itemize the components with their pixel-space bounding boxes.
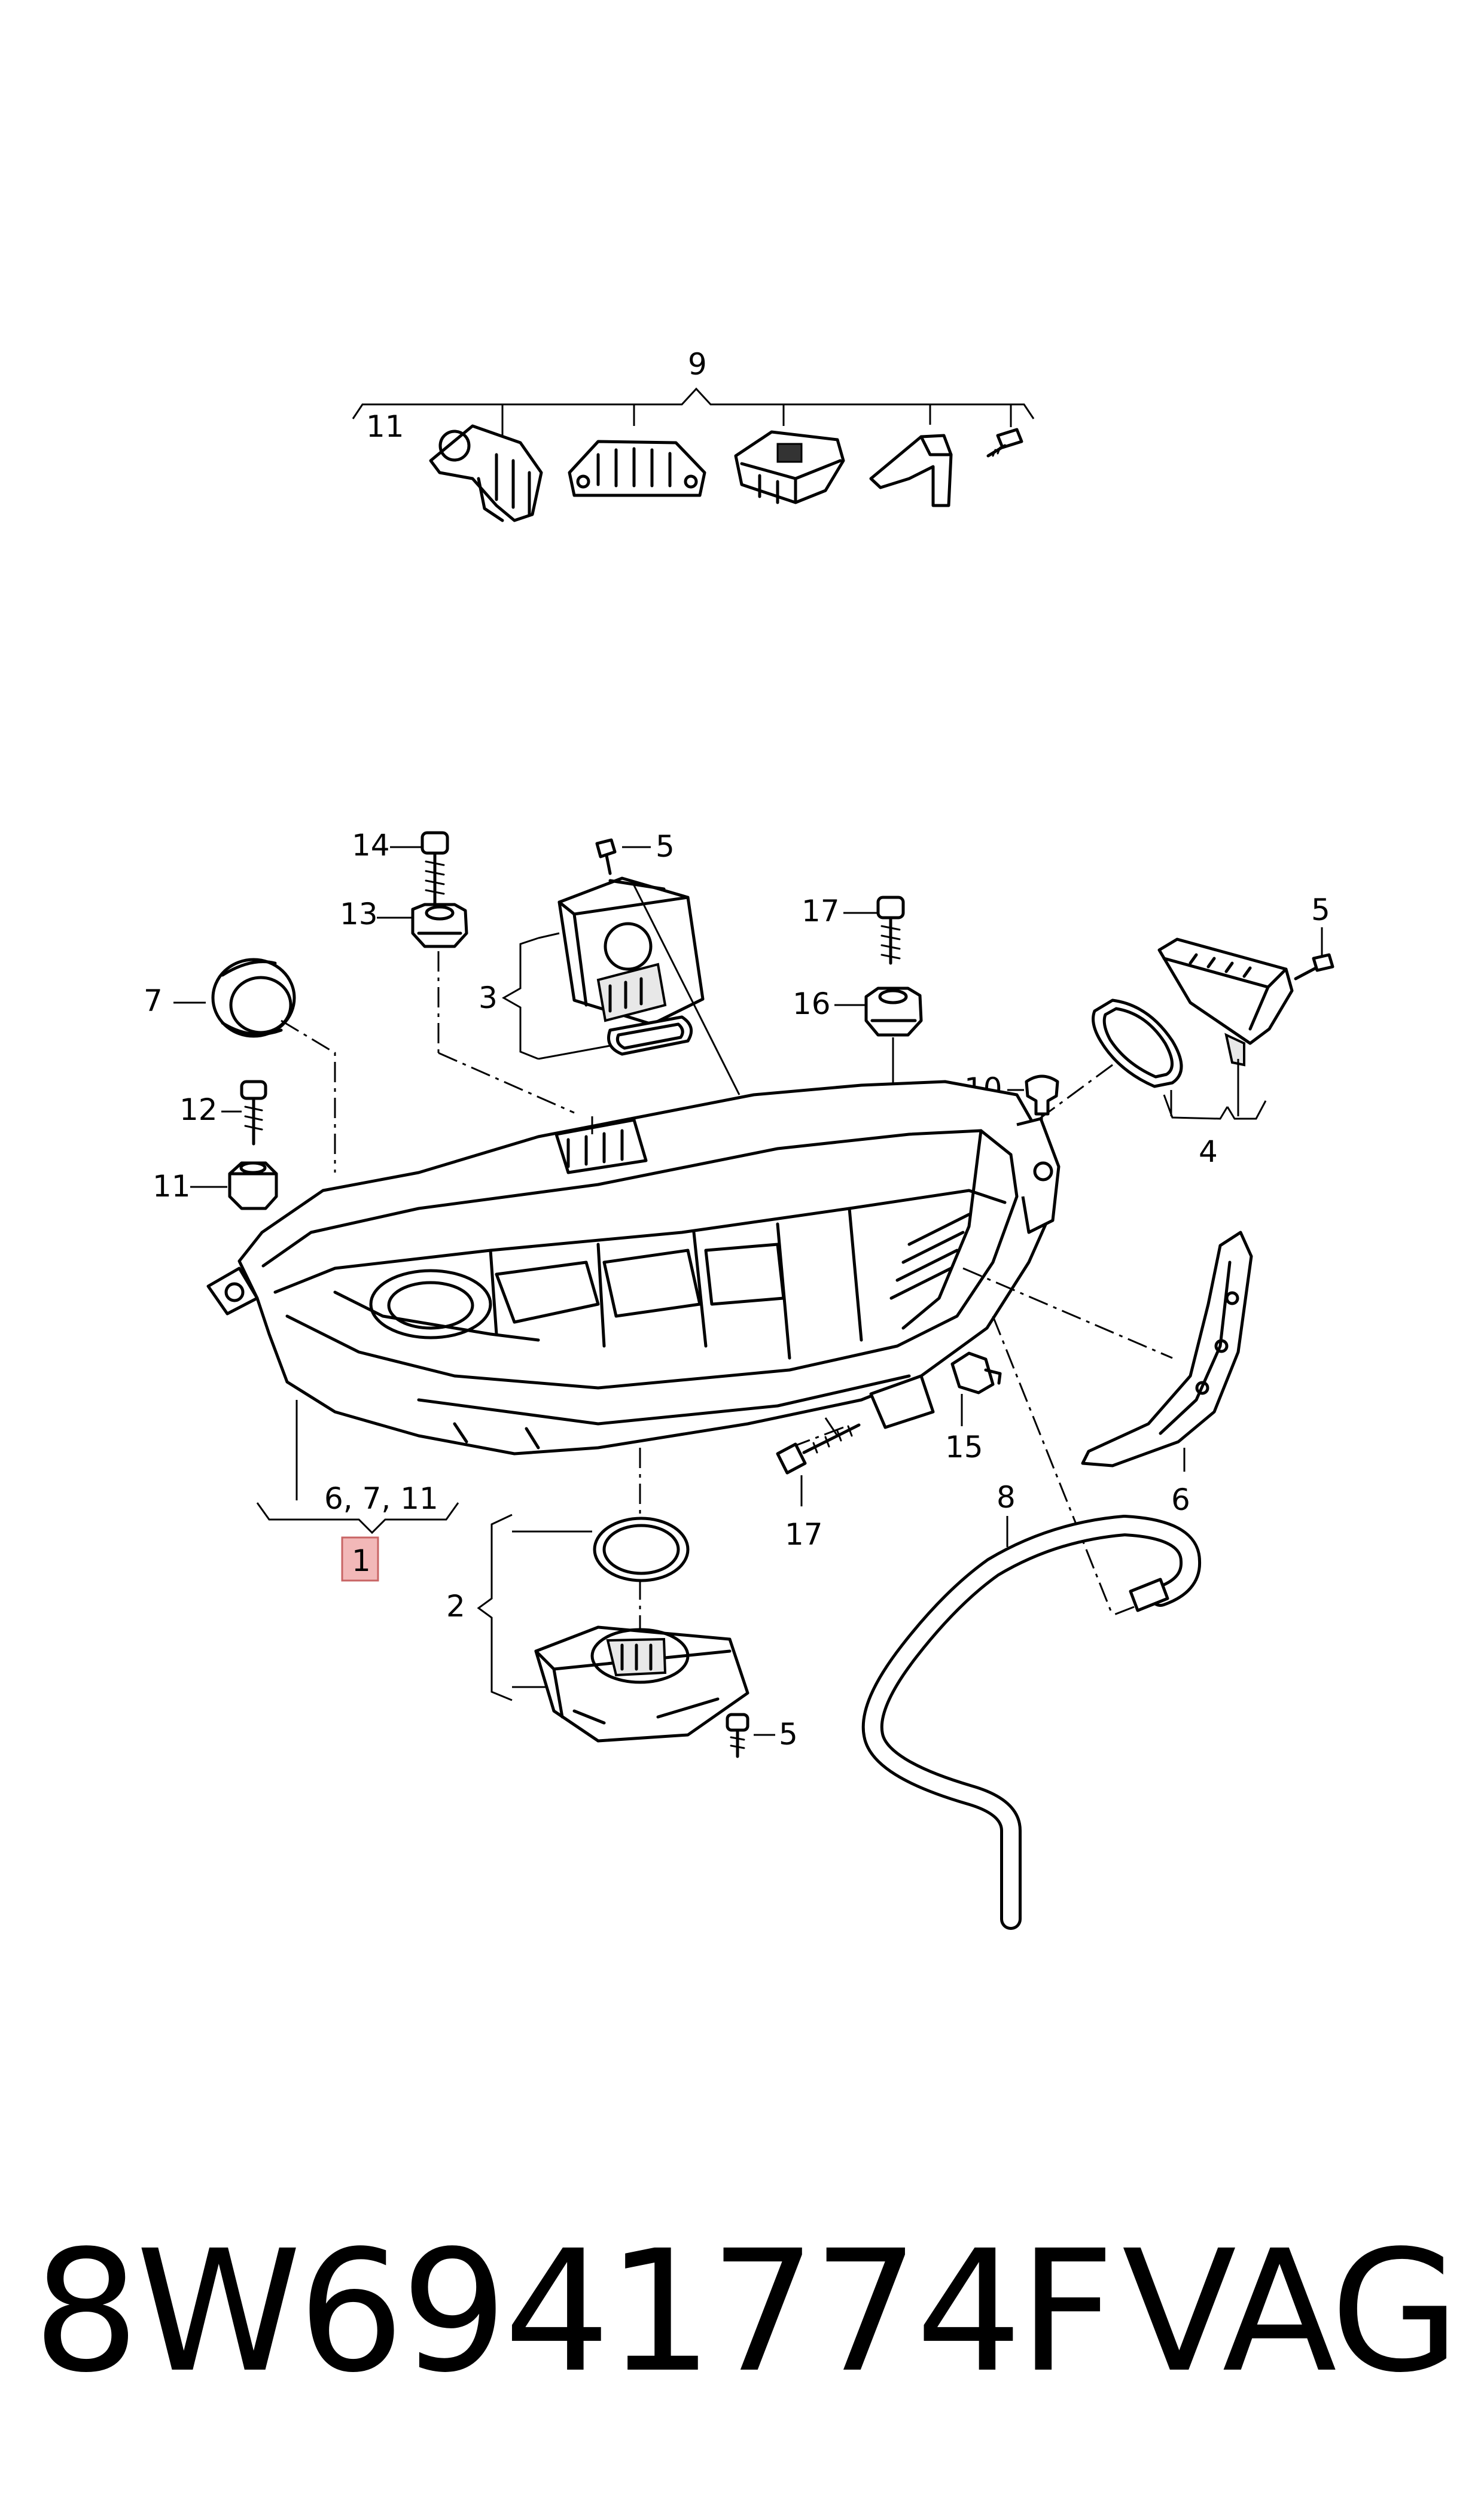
repair-bracket-4-icon [869,434,953,507]
screw-17-lower-icon: 17 [776,1423,861,1552]
callout-13: 13 [340,897,378,931]
callout-7: 7 [144,984,163,1018]
callout-2: 2 [446,1589,465,1624]
clip-15-icon: 15 [945,1351,1002,1464]
repair-bracket-1-icon [429,424,543,522]
bracket-repair-kit-group: 9 11 [352,347,1035,522]
callout-11: 11 [153,1169,191,1204]
callout-1: 1 [352,1543,371,1578]
part-number-text: 8W6941774F [33,2215,1115,2410]
callout-14: 14 [352,828,390,863]
vent-hose-8-icon: 8 [861,1480,1202,1930]
callout-5a: 5 [656,829,675,864]
small-screw-top-icon [986,428,1023,458]
callout-5b: 5 [1311,893,1330,927]
callout-1-group: 6, 7, 11 [324,1481,438,1516]
callout-11-top: 11 [366,409,404,444]
clip-nut-13-icon: 13 [340,897,575,1114]
callout-9: 9 [688,347,707,382]
repair-bracket-3-icon [734,430,845,504]
headlamp-cap-7-icon: 7 [144,958,336,1173]
part-number-footer: 8W6941774F VAG [33,2213,1460,2411]
callout-3: 3 [479,981,498,1015]
main-part-callout-group: 6, 7, 11 1 [256,1481,459,1582]
led-control-unit-3-icon: 3 [479,876,741,1095]
screw-5c-icon: 5 [726,1713,798,1758]
screw-12-icon: 12 [179,1080,267,1146]
clip-nut-16-icon: 16 [793,987,923,1083]
callout-15: 15 [945,1430,983,1464]
ballast-module-2-icon: 2 [446,1514,749,1743]
repair-bracket-2-icon [568,440,706,497]
nut-11-icon: 11 [153,1161,278,1210]
main-part-highlight [341,1536,379,1582]
group-bracket-9 [352,387,1035,419]
screw-17-upper-icon: 17 [802,894,905,965]
callout-8: 8 [997,1480,1016,1515]
screw-5a-icon: 5 [595,829,675,875]
callout-12: 12 [179,1092,218,1127]
callout-17a: 17 [802,894,840,928]
callout-17b: 17 [785,1517,823,1552]
headlamp-assembly-icon [206,1080,1061,1500]
callout-5c: 5 [779,1717,798,1752]
callout-4: 4 [1199,1134,1218,1169]
screw-5b-icon: 5 [1294,893,1334,981]
seal-strip-6-icon: 6 [1081,1231,1253,1517]
callout-6: 6 [1171,1482,1190,1517]
brand-text: VAG [1122,2215,1460,2410]
screw-14-icon: 14 [352,828,449,905]
callout-16: 16 [793,987,831,1021]
